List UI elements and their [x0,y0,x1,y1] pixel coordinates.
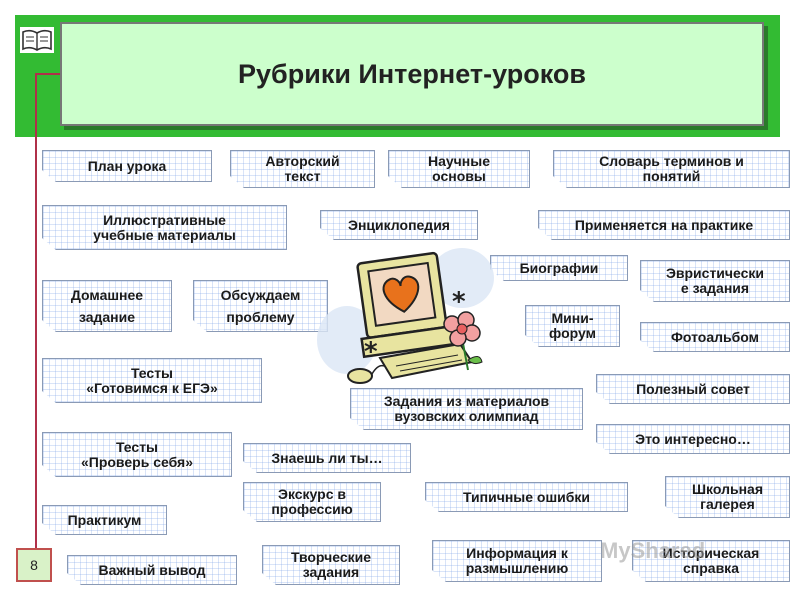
rubric-razmyshleniyu[interactable]: Информация к размышлению [432,540,602,582]
rubric-fotoalbom[interactable]: Фотоальбом [640,322,790,352]
rubric-nauchnye-osnovy[interactable]: Научные основы [388,150,530,188]
rubric-istoricheskaya[interactable]: Историческая справка [632,540,790,582]
rubric-illyustrativnye[interactable]: Иллюстративные учебные материалы [42,205,287,250]
rubric-ekskurs[interactable]: Экскурс в профессию [243,482,381,522]
rubric-obsuzhdaem[interactable]: Обсуждаем проблему [193,280,328,332]
book-icon [20,27,54,53]
rubric-praktikum[interactable]: Практикум [42,505,167,535]
rubric-slovar-terminov[interactable]: Словарь терминов и понятий [553,150,790,188]
side-accent-line [35,73,37,548]
rubric-vazhnyy-vyvod[interactable]: Важный вывод [67,555,237,585]
rubric-testy-prover[interactable]: Тесты «Проверь себя» [42,432,232,477]
rubric-biografii[interactable]: Биографии [490,255,628,281]
rubric-poleznyy-sovet[interactable]: Полезный совет [596,374,790,404]
side-accent-connector [35,73,60,75]
rubric-evristicheskie[interactable]: Эвристически е задания [640,260,790,302]
rubric-olimpiady[interactable]: Задания из материалов вузовских олимпиад [350,388,583,430]
rubric-eto-interesno[interactable]: Это интересно… [596,424,790,454]
rubric-enciklopediya[interactable]: Энциклопедия [320,210,478,240]
svg-text:*: * [452,287,466,317]
rubric-testy-ege[interactable]: Тесты «Готовимся к ЕГЭ» [42,358,262,403]
rubric-tvorcheskie[interactable]: Творческие задания [262,545,400,585]
rubric-tipichnye-oshibki[interactable]: Типичные ошибки [425,482,628,512]
title-panel: Рубрики Интернет-уроков [60,22,764,126]
rubric-avtorskiy-tekst[interactable]: Авторский текст [230,150,375,188]
rubric-primenyaetsya[interactable]: Применяется на практике [538,210,790,240]
svg-text:*: * [364,337,378,367]
rubric-plan-uroka[interactable]: План урока [42,150,212,182]
rubric-mini-forum[interactable]: Мини- форум [525,305,620,347]
watermark: MyShared [600,538,706,563]
page-title: Рубрики Интернет-уроков [238,58,586,89]
rubric-domashnee[interactable]: Домашнее задание [42,280,172,332]
page-number: 8 [16,548,52,582]
computer-with-heart-clipart: * * [317,248,494,384]
rubric-shkolnaya-galereya[interactable]: Школьная галерея [665,476,790,518]
rubric-znaesh-li[interactable]: Знаешь ли ты… [243,443,411,473]
